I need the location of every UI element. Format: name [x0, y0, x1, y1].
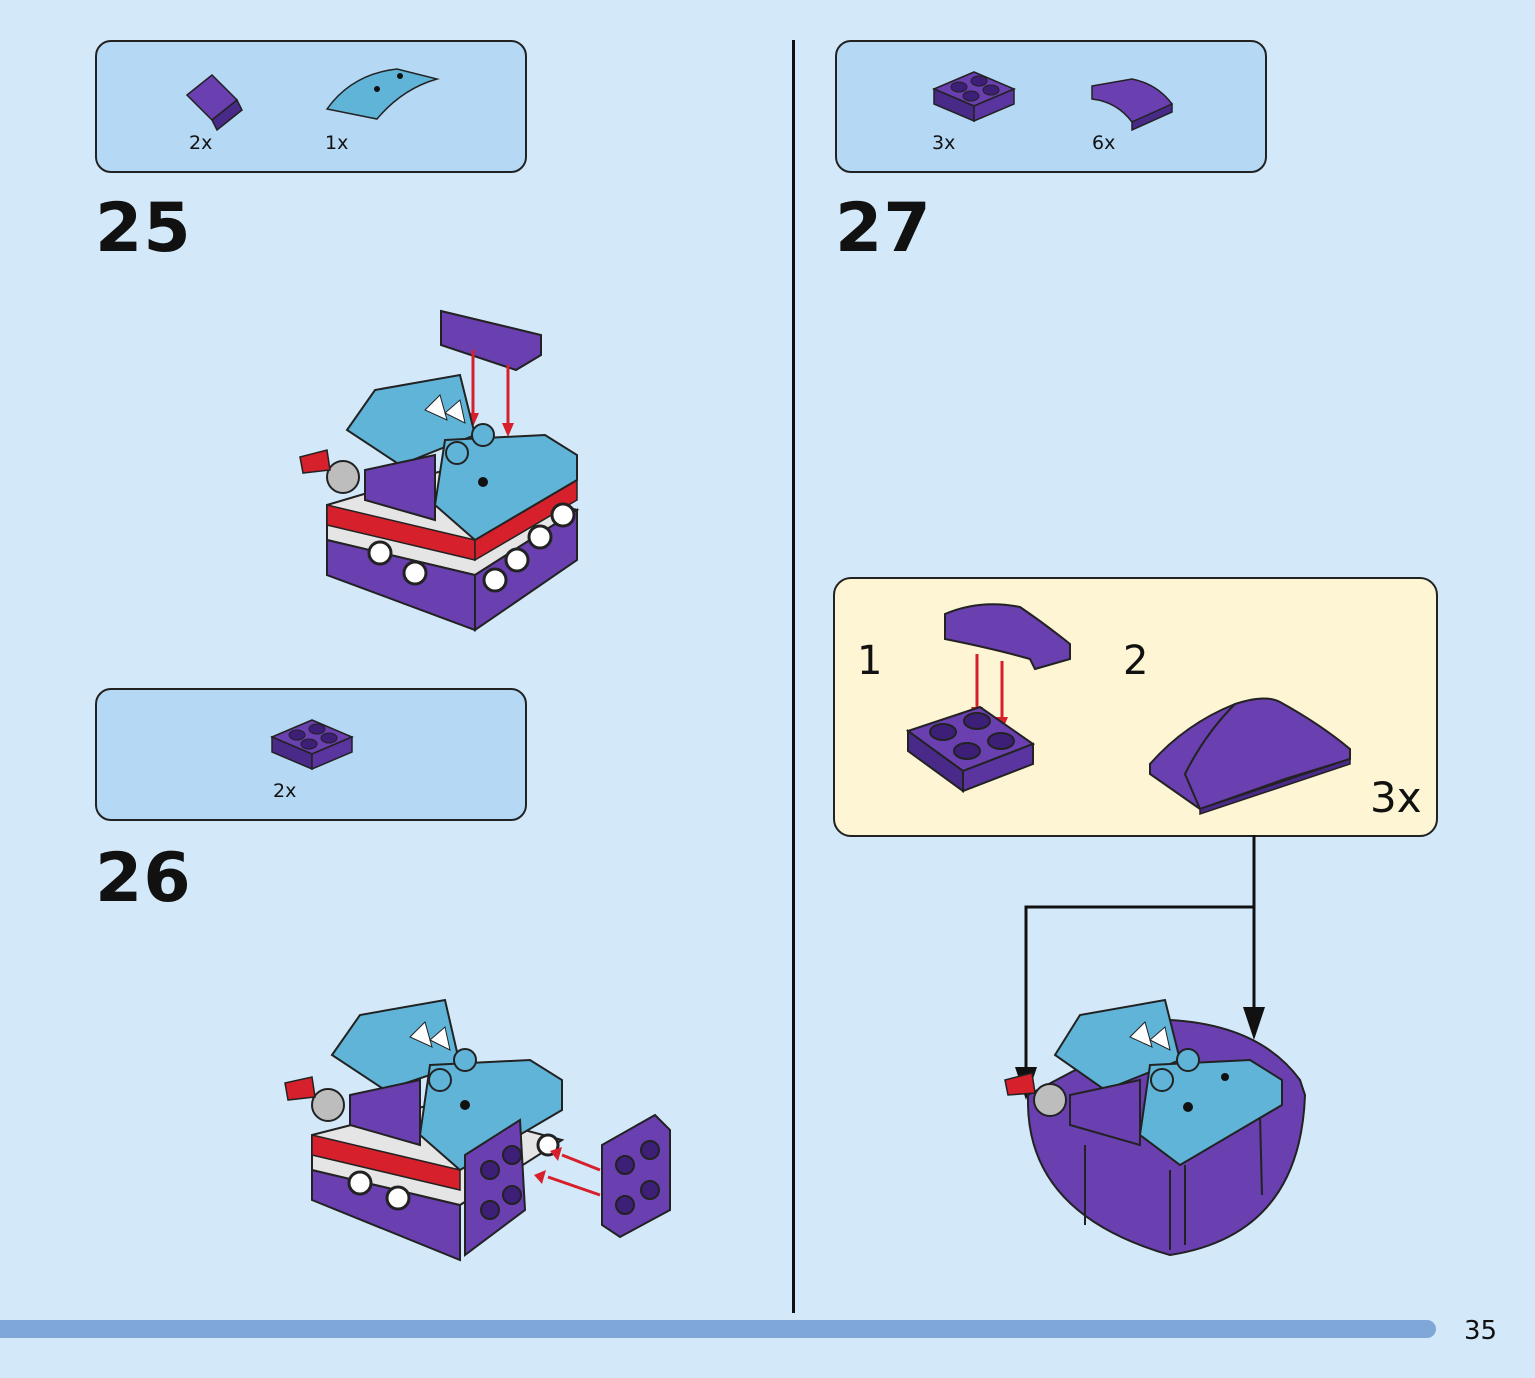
column-divider: [792, 40, 795, 1313]
sub-step-1-illustration: [905, 603, 1071, 793]
step-25-assembly-illustration: [299, 309, 580, 632]
part-qty: 1x: [325, 132, 349, 154]
parts-box-step-25: 2x 1x: [95, 40, 527, 173]
part-qty: 6x: [1092, 132, 1116, 154]
purple-curved-slope-icon: [1091, 78, 1174, 132]
purple-2x2-plate-icon: [270, 719, 354, 771]
sub-assembly-callout: 1 2 3x: [833, 577, 1438, 837]
light-blue-curved-arch-icon: [325, 68, 440, 120]
step-27-assembly-illustration: [1004, 998, 1307, 1257]
page-progress-bar: [0, 1320, 1436, 1338]
callout-multiplier: 3x: [1370, 773, 1422, 822]
step-number: 27: [835, 189, 932, 268]
parts-box-step-26: 2x: [95, 688, 527, 821]
step-number: 26: [95, 839, 192, 918]
part-qty: 2x: [189, 132, 213, 154]
part-qty: 3x: [932, 132, 956, 154]
callout-pointer-arrows: [1015, 835, 1265, 1100]
part-qty: 2x: [273, 780, 297, 802]
purple-2x2-plate-icon: [932, 71, 1016, 123]
page-number: 35: [1464, 1316, 1498, 1346]
sub-step-number: 1: [857, 638, 883, 684]
sub-step-2-illustration: [1149, 697, 1351, 816]
parts-box-step-27: 3x 6x: [835, 40, 1267, 173]
purple-slope-brick-icon: [185, 73, 243, 132]
sub-step-number: 2: [1123, 638, 1149, 684]
step-26-assembly-illustration: [284, 998, 671, 1262]
step-number: 25: [95, 189, 192, 268]
